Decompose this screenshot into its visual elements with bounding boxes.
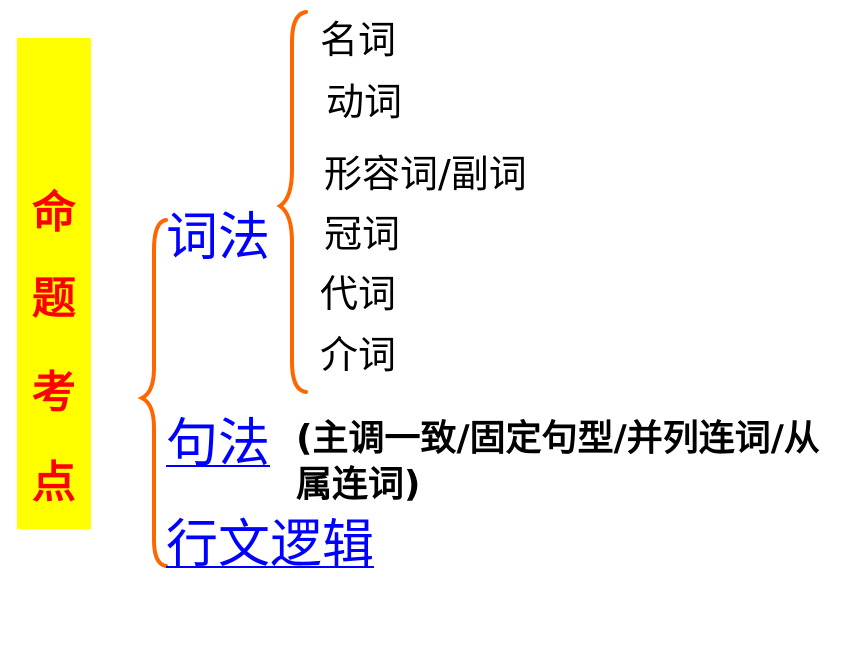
lexis-item-pronoun: 代词 — [320, 272, 397, 316]
category-logic-link[interactable]: 行文逻辑 — [166, 515, 375, 575]
lexis-item-verb: 动词 — [326, 80, 403, 124]
lexis-item-preposition: 介词 — [320, 333, 397, 377]
lexis-item-adj-adv: 形容词/副词 — [324, 152, 527, 196]
side-label-box: 命 题 考 点 — [17, 38, 91, 529]
side-label-char-3: 考 — [32, 367, 76, 418]
side-label-char-2: 题 — [32, 273, 76, 324]
syntax-note: (主调一致/固定句型/并列连词/从属连词) — [296, 418, 820, 505]
category-syntax-link[interactable]: 句法 — [166, 414, 271, 474]
side-label-char-4: 点 — [32, 457, 76, 508]
side-label-char-1: 命 — [32, 187, 76, 238]
lexis-item-noun: 名词 — [320, 18, 397, 62]
lexis-item-article: 冠词 — [324, 212, 401, 256]
lexis-brace — [276, 10, 308, 394]
category-lexis: 词法 — [166, 208, 271, 268]
main-brace — [137, 218, 168, 568]
